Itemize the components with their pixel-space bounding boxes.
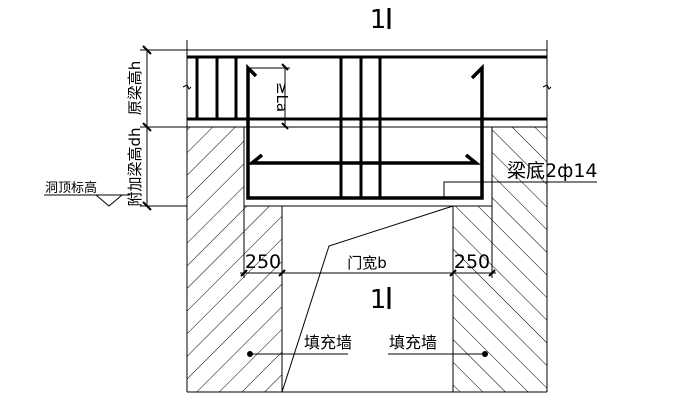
- infill-wall-leaders: [247, 351, 488, 357]
- structure-outline: [186, 40, 548, 393]
- infill-wall-right-label: 填充墙: [389, 333, 437, 352]
- wall-left: [187, 127, 282, 392]
- elevation-marker: 洞顶标高: [44, 180, 130, 207]
- wall-right: [453, 127, 547, 392]
- width-dimension: [240, 269, 496, 277]
- section-mark-top: 1: [370, 5, 391, 35]
- right-offset-label: 250: [454, 251, 490, 273]
- anchorage-length-label: ≥La: [273, 82, 291, 112]
- section-mark-bottom-number: 1: [370, 285, 387, 315]
- section-mark-top-number: 1: [370, 5, 387, 35]
- opening-top-elevation-label: 洞顶标高: [45, 180, 97, 196]
- infill-wall-left-label: 填充墙: [304, 333, 352, 352]
- original-beam-height-label: 原梁高h: [126, 61, 144, 116]
- beam-rebars: [187, 55, 547, 200]
- opening-break-line: [281, 205, 454, 393]
- left-offset-label: 250: [245, 251, 281, 273]
- section-mark-bottom: 1: [370, 285, 391, 315]
- anchorage-dimension: [248, 63, 290, 130]
- door-width-label: 门宽b: [347, 254, 387, 272]
- beam-bottom-rebar-label: 梁底2ф14: [507, 160, 598, 182]
- height-dimension: [140, 45, 187, 211]
- added-beam-height-label: 附加梁高dh: [126, 127, 144, 206]
- break-marks: [182, 84, 552, 90]
